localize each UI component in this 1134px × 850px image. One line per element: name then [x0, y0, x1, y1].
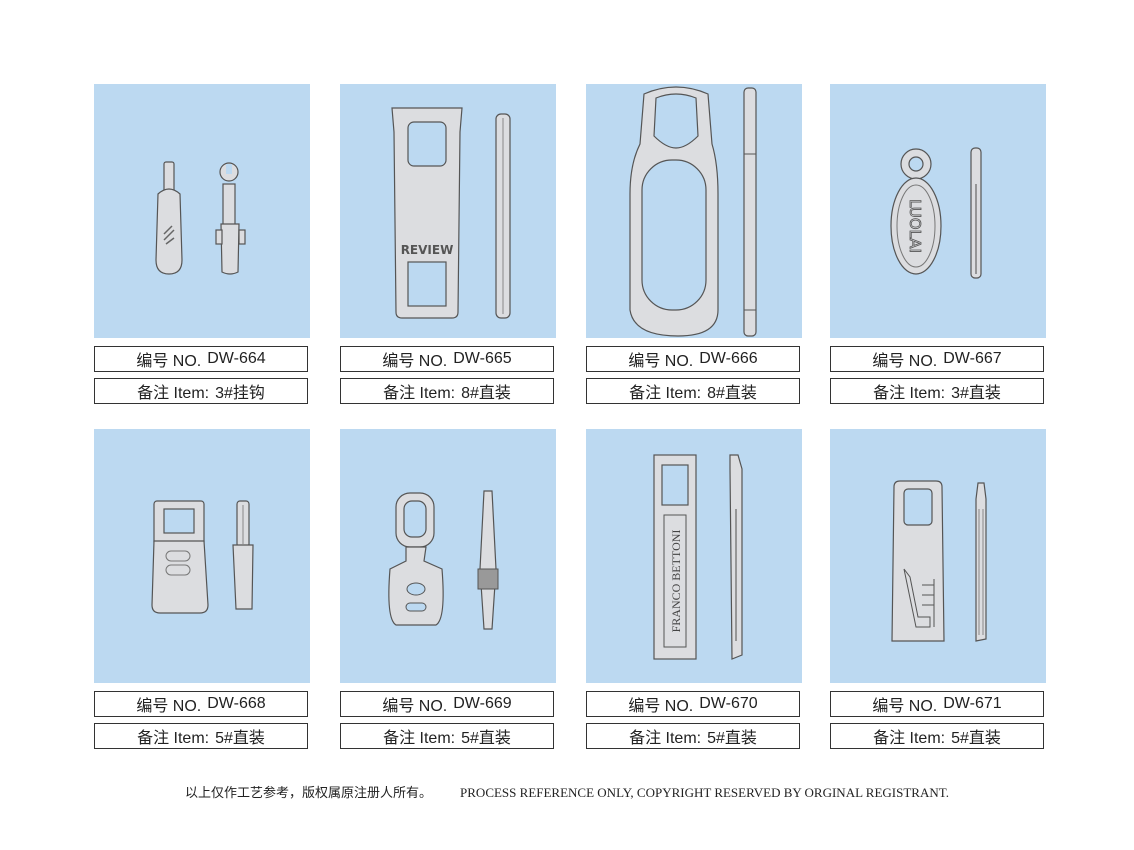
zipper-puller-illustration: [388, 490, 499, 630]
item-note-label: 备注 Item:3#直装: [830, 378, 1044, 404]
item-number-label: 编号 NO.DW-671: [830, 691, 1044, 717]
item-number-label: 编号 NO.DW-667: [830, 346, 1044, 372]
product-image-panel: [586, 84, 802, 338]
zipper-puller-illustration: FRANCO BETTONI: [653, 454, 743, 660]
footer-text-zh: 以上仅作工艺参考，版权属原注册人所有。: [185, 785, 433, 800]
zipper-puller-illustration: [891, 480, 987, 642]
zipper-puller-illustration: [629, 86, 757, 337]
item-number-label: 编号 NO.DW-665: [340, 346, 554, 372]
item-note-label: 备注 Item:5#直装: [830, 723, 1044, 749]
product-image-panel: [94, 84, 310, 338]
engraving-text: REVIEW: [401, 243, 454, 257]
product-image-panel: [94, 429, 310, 683]
product-image-panel: FRANCO BETTONI: [586, 429, 802, 683]
zipper-puller-illustration: REVIEW: [391, 107, 511, 319]
copyright-footer: 以上仅作工艺参考，版权属原注册人所有。 PROCESS REFERENCE ONL…: [0, 782, 1134, 801]
item-note-label: 备注 Item:5#直装: [586, 723, 800, 749]
zipper-puller-illustration: LUOLAI: [890, 147, 982, 279]
product-image-panel: [340, 429, 556, 683]
zipper-puller-illustration: [151, 500, 254, 614]
item-number-label: 编号 NO.DW-669: [340, 691, 554, 717]
item-note-label: 备注 Item:8#直装: [340, 378, 554, 404]
product-image-panel: REVIEW: [340, 84, 556, 338]
item-note-label: 备注 Item:3#挂钩: [94, 378, 308, 404]
engraving-text: FRANCO BETTONI: [669, 530, 683, 633]
item-note-label: 备注 Item:8#直装: [586, 378, 800, 404]
product-image-panel: [830, 429, 1046, 683]
footer-text-en: PROCESS REFERENCE ONLY, COPYRIGHT RESERV…: [460, 785, 949, 800]
zipper-puller-illustration: [155, 161, 246, 275]
item-number-label: 编号 NO.DW-666: [586, 346, 800, 372]
item-number-label: 编号 NO.DW-664: [94, 346, 308, 372]
product-image-panel: LUOLAI: [830, 84, 1046, 338]
item-note-label: 备注 Item:5#直装: [94, 723, 308, 749]
item-note-label: 备注 Item:5#直装: [340, 723, 554, 749]
item-number-label: 编号 NO.DW-670: [586, 691, 800, 717]
engraving-text: LUOLAI: [906, 199, 924, 253]
item-number-label: 编号 NO.DW-668: [94, 691, 308, 717]
